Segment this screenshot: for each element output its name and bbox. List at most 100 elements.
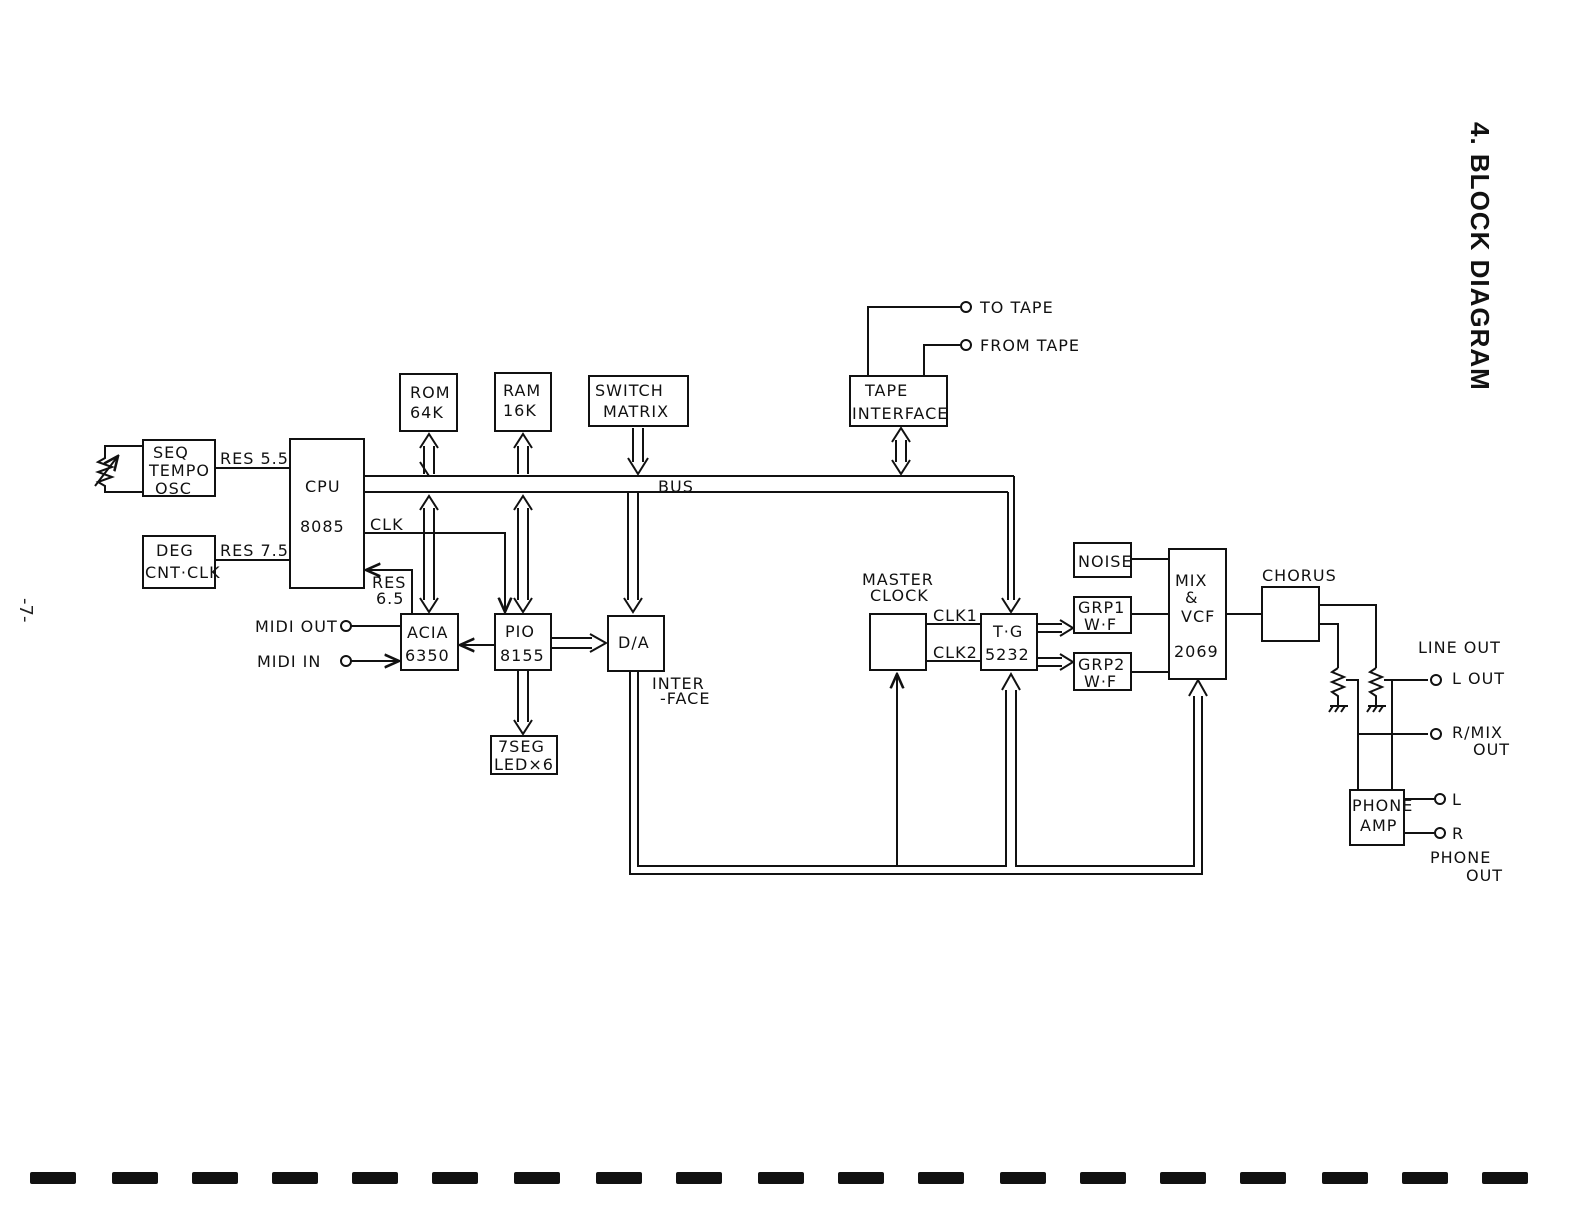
border-dash bbox=[918, 1172, 964, 1184]
bus-arrow-da bbox=[623, 597, 643, 614]
border-dash bbox=[352, 1172, 398, 1184]
clk2-label: CLK2 bbox=[933, 643, 978, 662]
tg-grp1-arrow bbox=[1037, 619, 1075, 637]
border-dash bbox=[758, 1172, 804, 1184]
tempo-variable-resistor bbox=[94, 445, 143, 493]
switch-matrix-block: SWITCH MATRIX bbox=[588, 375, 689, 427]
master-clock-block bbox=[869, 613, 927, 671]
chorus-block: CHORUS bbox=[1261, 566, 1336, 642]
l-out-terminal bbox=[1430, 674, 1442, 686]
wiper-left bbox=[1346, 679, 1359, 790]
phone-out-label-1: PHONE bbox=[1430, 848, 1491, 867]
border-dash bbox=[1482, 1172, 1528, 1184]
grp1-block: GRP1 W·F bbox=[1073, 596, 1132, 634]
and-label: & bbox=[1185, 588, 1198, 607]
return-bus-inner-tg-left bbox=[637, 671, 1007, 867]
bottom-page-border bbox=[30, 1172, 1530, 1188]
mix-vcf-block: MIX & VCF 2069 bbox=[1168, 548, 1227, 680]
pot-left bbox=[1329, 667, 1347, 706]
da-block: D/A bbox=[607, 615, 665, 672]
border-dash bbox=[676, 1172, 722, 1184]
noise-label: NOISE bbox=[1078, 552, 1133, 571]
border-dash bbox=[30, 1172, 76, 1184]
grp2-block: GRP2 W·F bbox=[1073, 652, 1132, 691]
cnt-clk-label: CNT·CLK bbox=[145, 563, 221, 582]
res65-label-1: RES bbox=[372, 573, 406, 592]
deg-label: DEG bbox=[156, 541, 194, 560]
mix-label: MIX bbox=[1175, 571, 1207, 590]
phone-out-label-2: OUT bbox=[1466, 866, 1503, 885]
interface-label-1: INTER bbox=[652, 674, 705, 693]
ram-label: RAM bbox=[503, 381, 541, 400]
res55-label: RES 5.5 bbox=[220, 449, 289, 468]
tape-bus-arrow bbox=[891, 426, 911, 476]
master-clock-label-1: MASTER bbox=[862, 570, 934, 589]
cpu-label: CPU bbox=[305, 477, 341, 496]
osc-label: OSC bbox=[155, 479, 192, 498]
amp-label: AMP bbox=[1360, 816, 1397, 835]
pio-part-label: 8155 bbox=[500, 646, 545, 665]
from-tape-line bbox=[923, 344, 960, 376]
matrix-label: MATRIX bbox=[603, 402, 669, 421]
acia-block: ACIA 6350 bbox=[400, 613, 459, 671]
led-count-label: LED×6 bbox=[494, 755, 554, 774]
clk-label: CLK bbox=[370, 515, 404, 534]
led-block: 7SEG LED×6 bbox=[490, 735, 558, 775]
chorus-out-r bbox=[1319, 623, 1339, 668]
border-dash bbox=[596, 1172, 642, 1184]
border-dash bbox=[432, 1172, 478, 1184]
tempo-label: TEMPO bbox=[148, 461, 210, 480]
mix-part-label: 2069 bbox=[1174, 642, 1219, 661]
tg-grp2-arrow bbox=[1037, 653, 1075, 671]
return-arrow-tg bbox=[1001, 671, 1021, 691]
bus-arrow-tg bbox=[1001, 597, 1021, 614]
grp2-label: GRP2 bbox=[1078, 655, 1125, 674]
tg-part-label: 5232 bbox=[985, 645, 1030, 664]
grp2-wf-label: W·F bbox=[1084, 672, 1117, 691]
ground-right bbox=[1366, 705, 1386, 713]
border-dash bbox=[112, 1172, 158, 1184]
pio-block: PIO 8155 bbox=[494, 613, 552, 671]
pot-right bbox=[1367, 667, 1385, 706]
pio-da-arrow bbox=[550, 633, 609, 653]
da-label: D/A bbox=[618, 633, 650, 652]
border-dash bbox=[1080, 1172, 1126, 1184]
switch-label: SWITCH bbox=[595, 381, 664, 400]
vcf-label: VCF bbox=[1181, 607, 1215, 626]
border-dash bbox=[1240, 1172, 1286, 1184]
noise-block: NOISE bbox=[1073, 542, 1133, 578]
rom-block: ROM 64K bbox=[399, 373, 458, 432]
pio-label: PIO bbox=[505, 622, 535, 641]
return-arrow-mix bbox=[1188, 677, 1208, 697]
res65-label-2: 6.5 bbox=[376, 589, 404, 608]
tape-label: TAPE bbox=[864, 381, 908, 400]
bus-arrows-up bbox=[419, 426, 911, 477]
border-dash bbox=[192, 1172, 238, 1184]
acia-bus-arrow bbox=[419, 494, 439, 614]
interface-label: INTERFACE bbox=[852, 404, 948, 423]
midi-out-label: MIDI OUT bbox=[255, 617, 338, 636]
border-dash bbox=[272, 1172, 318, 1184]
grp1-label: GRP1 bbox=[1078, 598, 1125, 617]
r-mix-out-label: OUT bbox=[1473, 740, 1510, 759]
led-arrow bbox=[513, 670, 533, 736]
phone-label: PHONE bbox=[1352, 796, 1413, 815]
to-tape-line bbox=[867, 306, 960, 376]
border-dash bbox=[514, 1172, 560, 1184]
switch-bus-arrow bbox=[627, 428, 649, 476]
tg-block: T·G 5232 bbox=[980, 613, 1038, 671]
led-seg-label: 7SEG bbox=[498, 737, 545, 756]
main-bus bbox=[364, 475, 1021, 614]
tape-interface-block: TAPE INTERFACE bbox=[849, 375, 948, 427]
rom-label: ROM bbox=[410, 383, 451, 402]
pio-bus-arrow bbox=[513, 494, 533, 614]
from-tape-label: FROM TAPE bbox=[980, 336, 1080, 355]
r-mix-label: R/MIX bbox=[1452, 723, 1503, 742]
rom-bus-arrow bbox=[419, 432, 439, 477]
interface-label-2: -FACE bbox=[660, 689, 710, 708]
r-mix-out-terminal bbox=[1430, 728, 1442, 740]
ram-block: RAM 16K bbox=[494, 372, 552, 432]
line-out-label: LINE OUT bbox=[1418, 638, 1501, 657]
cpu-block: CPU 8085 bbox=[289, 438, 365, 589]
res65-line bbox=[366, 570, 413, 616]
